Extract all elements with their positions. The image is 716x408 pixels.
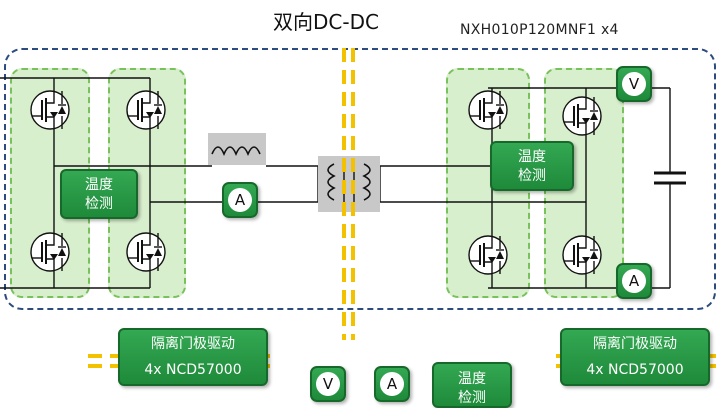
voltage-meter-top-right: V	[616, 66, 652, 102]
transformer	[318, 156, 380, 212]
switch-right-1-bottom	[468, 235, 508, 275]
voltmeter-icon: V	[316, 372, 340, 396]
switch-right-1-top	[468, 90, 508, 130]
gate-driver-left: 隔离门极驱动 4x NCD57000	[118, 328, 268, 386]
voltage-meter-bottom: V	[310, 366, 346, 402]
gate-driver-left-part: 4x NCD57000	[144, 362, 242, 378]
temp-sense-left-line2: 检测	[85, 196, 113, 212]
converter-frame	[4, 48, 716, 310]
temp-sense-right: 温度 检测	[490, 141, 574, 191]
ammeter-icon: A	[228, 188, 252, 212]
ammeter-icon: A	[622, 269, 646, 293]
diagram-title: 双向DC-DC	[212, 0, 440, 46]
dc-link-capacitor	[654, 171, 686, 185]
temp-sense-right-line2: 检测	[518, 168, 546, 184]
current-meter-right: A	[616, 263, 652, 299]
switch-left-2-bottom	[126, 232, 166, 272]
current-meter-mid: A	[222, 182, 258, 218]
switch-left-2-top	[126, 90, 166, 130]
gate-driver-right-title: 隔离门极驱动	[593, 336, 677, 352]
isolation-barrier-vertical	[342, 48, 355, 340]
temp-sense-left: 温度 检测	[60, 169, 138, 219]
switch-left-1-top	[30, 90, 70, 130]
ammeter-icon: A	[380, 372, 404, 396]
inductor	[208, 133, 266, 165]
temp-sense-left-line1: 温度	[85, 177, 113, 193]
gate-driver-right-part: 4x NCD57000	[586, 362, 684, 378]
temp-sense-bottom: 温度 检测	[432, 362, 512, 408]
voltmeter-icon: V	[622, 72, 646, 96]
gate-driver-right: 隔离门极驱动 4x NCD57000	[560, 328, 710, 386]
part-number-label: NXH010P120MNF1 x4	[460, 22, 619, 38]
temp-sense-right-line1: 温度	[518, 149, 546, 165]
switch-right-2-top	[562, 96, 602, 136]
current-meter-bottom: A	[374, 366, 410, 402]
temp-sense-bottom-line1: 温度	[458, 371, 486, 387]
switch-left-1-bottom	[30, 232, 70, 272]
switch-right-2-bottom	[562, 235, 602, 275]
gate-driver-left-title: 隔离门极驱动	[151, 336, 235, 352]
temp-sense-bottom-line2: 检测	[458, 390, 486, 406]
